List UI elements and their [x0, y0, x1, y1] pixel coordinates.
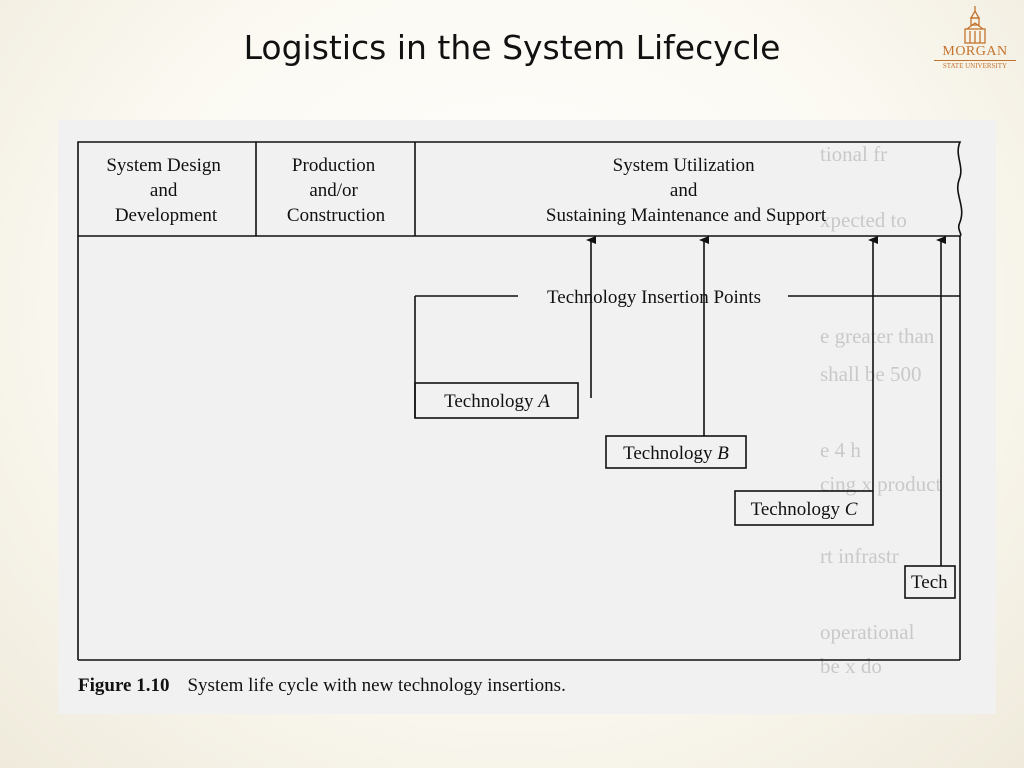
- building-icon: [964, 6, 986, 44]
- phase-label: and: [150, 180, 178, 201]
- phase-label: Production: [292, 155, 376, 176]
- lifecycle-diagram: System Design and Development Production…: [77, 141, 963, 661]
- figure-number: Figure 1.10: [78, 675, 170, 696]
- technology-a-label: Technology A: [444, 391, 550, 412]
- phase-label: and/or: [309, 180, 358, 201]
- bleed-through-text: shall be 500: [820, 362, 922, 386]
- phase-header-box: [77, 141, 963, 237]
- technology-c-label: Technology C: [751, 499, 858, 520]
- bleed-through-text: rt infrastr: [820, 544, 899, 568]
- insertion-points-label: Technology Insertion Points: [547, 287, 761, 308]
- bleed-through-text: cing x product: [820, 472, 942, 496]
- svg-text:Production and/or: Production and/or Construction: [287, 155, 386, 226]
- bleed-through-text: xpected to: [820, 208, 907, 232]
- figure-caption-text: System life cycle with new technology in…: [187, 675, 566, 696]
- phase-label: Sustaining Maintenance and Support: [546, 205, 827, 226]
- university-logo: MORGAN STATE UNIVERSITY: [934, 6, 1016, 72]
- technology-b-box: [605, 435, 747, 469]
- technology-b-label: Technology B: [623, 443, 729, 464]
- technology-d-box: [904, 565, 956, 599]
- svg-text:System Utilization and: System Utilization and Sustaining Mainte…: [546, 155, 827, 226]
- svg-text:System Design and: System Design and Development: [106, 155, 225, 226]
- technology-d-label: Tech: [911, 572, 948, 593]
- technology-c-box: [734, 490, 874, 526]
- scanned-figure: tional fr xpected to e greater than shal…: [58, 120, 996, 714]
- figure-caption: Figure 1.10 System life cycle with new te…: [78, 675, 566, 697]
- phase-label: Construction: [287, 205, 386, 226]
- logo-subtitle: STATE UNIVERSITY: [934, 60, 1016, 70]
- logo-name: MORGAN: [942, 44, 1008, 59]
- bleed-through-text: operational: [820, 620, 915, 644]
- phase-label: System Design: [106, 155, 221, 176]
- bleed-through-text: be x do: [820, 654, 882, 678]
- bleed-through-text: e 4 h: [820, 438, 861, 462]
- phase-label: Development: [115, 205, 218, 226]
- bleed-through-text: e greater than: [820, 324, 935, 348]
- technology-a-box: [414, 382, 579, 419]
- bleed-through-text: tional fr: [820, 142, 888, 166]
- phase-label: System Utilization: [613, 155, 755, 176]
- slide-title: Logistics in the System Lifecycle: [243, 28, 781, 67]
- phase-label: and: [670, 180, 698, 201]
